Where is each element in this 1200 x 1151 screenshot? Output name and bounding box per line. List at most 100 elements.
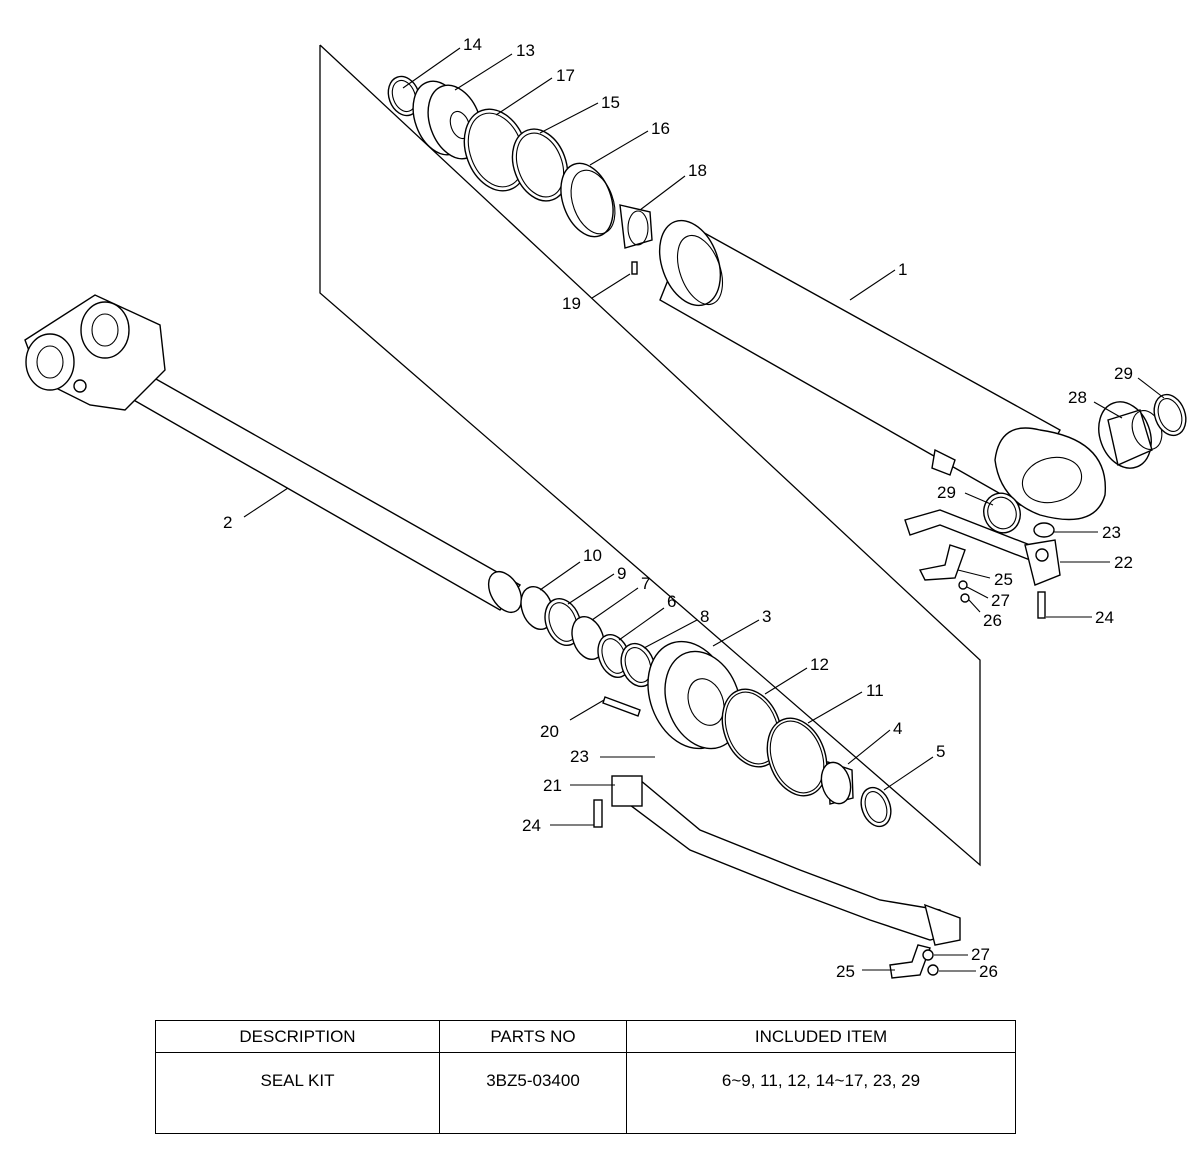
header-parts-no: PARTS NO <box>439 1020 627 1053</box>
svg-text:5: 5 <box>936 742 945 761</box>
svg-text:9: 9 <box>617 564 626 583</box>
svg-text:2: 2 <box>223 513 232 532</box>
part-2-piston-rod <box>24 294 523 613</box>
part-25-clamp-upper <box>918 544 966 581</box>
svg-text:21: 21 <box>543 776 562 795</box>
svg-text:4: 4 <box>893 719 902 738</box>
part-23-oring-upper <box>1033 522 1055 538</box>
svg-text:8: 8 <box>700 607 709 626</box>
part-5-ring <box>860 786 892 828</box>
part-11-ring <box>766 717 828 797</box>
svg-text:18: 18 <box>688 161 707 180</box>
callout-18: 18 <box>639 161 707 211</box>
callout-13: 13 <box>454 41 535 91</box>
callout-27-lower: 27 <box>934 945 990 964</box>
svg-text:3: 3 <box>762 607 771 626</box>
callout-24-upper: 24 <box>1046 608 1114 627</box>
part-25-clamp-lower <box>889 944 931 979</box>
callout-3: 3 <box>712 607 771 647</box>
callout-6: 6 <box>618 592 676 641</box>
svg-text:26: 26 <box>983 611 1002 630</box>
part-27-washer-lower <box>922 949 934 961</box>
callout-8: 8 <box>643 607 709 649</box>
part-24-bolt-upper <box>1037 591 1046 619</box>
callout-22: 22 <box>1060 553 1133 572</box>
part-4-bushing <box>820 761 854 805</box>
part-3-piston-head <box>647 640 742 750</box>
callout-9: 9 <box>567 564 626 605</box>
part-15-ring <box>511 128 569 202</box>
part-29-ring-right <box>1153 393 1187 437</box>
callout-23-lower: 23 <box>570 747 655 766</box>
callout-23-upper: 23 <box>1054 523 1121 542</box>
callout-25-lower: 25 <box>836 962 895 981</box>
callout-28: 28 <box>1068 388 1123 419</box>
callout-15: 15 <box>539 93 620 134</box>
callout-25-upper: 25 <box>957 569 1013 589</box>
part-27-washer-upper <box>958 580 968 590</box>
header-description: DESCRIPTION <box>155 1020 440 1053</box>
assembly-boundary-outline <box>319 44 981 867</box>
callout-21: 21 <box>543 776 615 795</box>
svg-text:20: 20 <box>540 722 559 741</box>
callout-16: 16 <box>589 119 670 166</box>
callout-7: 7 <box>591 574 650 621</box>
svg-text:17: 17 <box>556 66 575 85</box>
svg-text:25: 25 <box>836 962 855 981</box>
table-row: SEAL KIT 3BZ5-03400 6~9, 11, 12, 14~17, … <box>155 1052 1016 1134</box>
svg-text:24: 24 <box>1095 608 1114 627</box>
svg-text:25: 25 <box>994 570 1013 589</box>
callout-2: 2 <box>223 487 289 532</box>
table-header-row: DESCRIPTION PARTS NO INCLUDED ITEM <box>155 1020 1016 1053</box>
part-26-nut-lower <box>927 964 939 976</box>
svg-text:7: 7 <box>641 574 650 593</box>
svg-text:22: 22 <box>1114 553 1133 572</box>
svg-text:28: 28 <box>1068 388 1087 407</box>
svg-text:24: 24 <box>522 816 541 835</box>
svg-text:6: 6 <box>667 592 676 611</box>
svg-text:26: 26 <box>979 962 998 981</box>
part-22-flange <box>904 509 1061 586</box>
part-24-bolt-lower <box>593 799 603 828</box>
callout-4: 4 <box>847 719 902 765</box>
part-18-bushing <box>619 204 653 249</box>
part-26-nut-upper <box>960 593 970 603</box>
callout-11: 11 <box>807 681 884 724</box>
svg-text:15: 15 <box>601 93 620 112</box>
cell-description: SEAL KIT <box>155 1052 440 1134</box>
callout-17: 17 <box>495 66 575 116</box>
cell-parts-no: 3BZ5-03400 <box>439 1052 627 1134</box>
svg-text:29: 29 <box>937 483 956 502</box>
callout-24-lower: 24 <box>522 816 594 835</box>
svg-text:19: 19 <box>562 294 581 313</box>
part-28-bushing <box>1098 401 1163 469</box>
callout-27-upper: 27 <box>966 586 1010 610</box>
svg-text:14: 14 <box>463 35 482 54</box>
callout-1: 1 <box>849 260 907 301</box>
callout-20: 20 <box>540 699 605 741</box>
callout-10: 10 <box>539 546 602 591</box>
svg-text:1: 1 <box>898 260 907 279</box>
svg-text:11: 11 <box>866 681 884 700</box>
svg-text:16: 16 <box>651 119 670 138</box>
svg-text:10: 10 <box>583 546 602 565</box>
callout-14: 14 <box>402 35 482 89</box>
callout-29-left: 29 <box>937 483 994 506</box>
svg-text:23: 23 <box>570 747 589 766</box>
part-21-pipe <box>611 775 961 946</box>
part-16-band <box>560 162 616 238</box>
svg-text:13: 13 <box>516 41 535 60</box>
seal-kit-table: DESCRIPTION PARTS NO INCLUDED ITEM SEAL … <box>155 1020 1016 1134</box>
part-7-ring <box>571 615 605 661</box>
cell-included-item: 6~9, 11, 12, 14~17, 23, 29 <box>626 1052 1016 1134</box>
callout-26-upper: 26 <box>968 599 1002 630</box>
svg-text:27: 27 <box>991 591 1010 610</box>
svg-text:27: 27 <box>971 945 990 964</box>
part-19-pin <box>631 261 638 275</box>
part-1-cylinder-tube <box>658 219 1106 521</box>
callout-29-right: 29 <box>1114 364 1165 399</box>
callout-5: 5 <box>883 742 945 791</box>
callout-12: 12 <box>764 655 829 695</box>
callout-19: 19 <box>562 273 631 313</box>
